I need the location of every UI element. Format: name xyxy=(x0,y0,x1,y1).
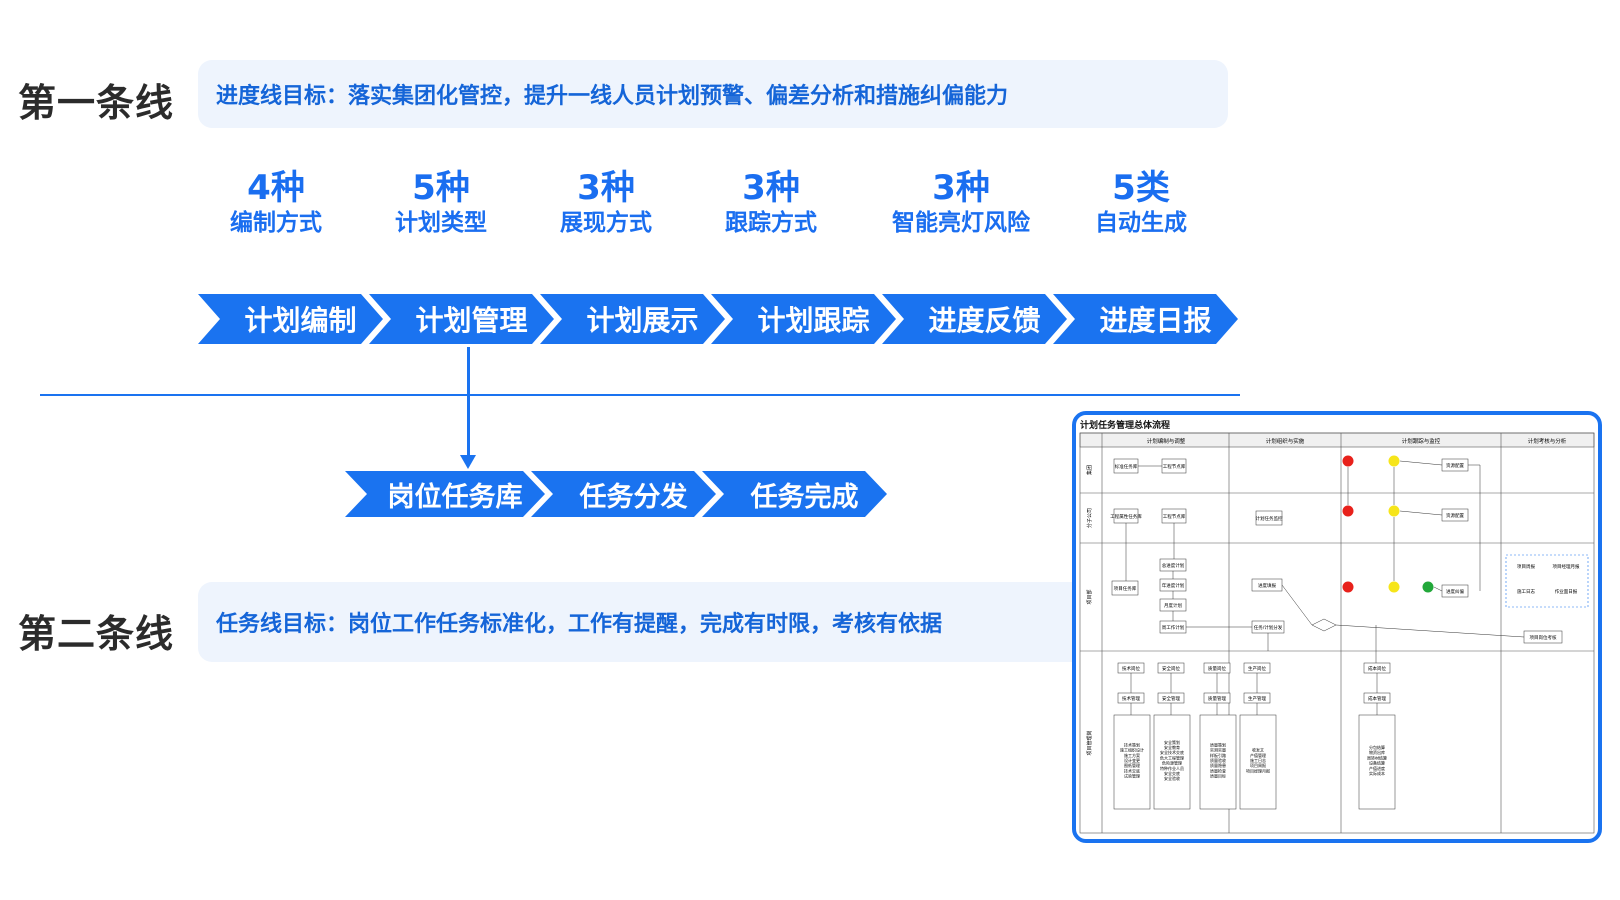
stat-6-num: 5类 xyxy=(1112,168,1170,208)
node-work-daily: 作业面日报 xyxy=(1555,588,1578,595)
light-yellow-3 xyxy=(1388,581,1400,593)
node-overall-plan: 总进度计划 xyxy=(1162,562,1185,569)
col-header-2: 计划组织与实施 xyxy=(1266,437,1305,445)
task-box-5: 分包结算物资出库周转材结算设备结算产值进度实际成本 xyxy=(1367,744,1387,776)
node-task-dispatch: 任务/计划分发 xyxy=(1254,624,1283,631)
mgmt-cost: 成本管理 xyxy=(1368,695,1386,702)
report-group xyxy=(1505,554,1589,608)
node-eng-attr-lib: 工程属性任务库 xyxy=(1110,513,1142,520)
stat-1-label: 编制方式 xyxy=(230,210,322,236)
mgmt-tech: 技术管理 xyxy=(1122,695,1140,702)
line2-steps: 岗位任务库 任务分发 任务完成 xyxy=(345,471,873,517)
row-label-3: 项目部 xyxy=(1086,589,1093,604)
line1-goal: 进度线目标：落实集团化管控，提升一线人员计划预警、偏差分析和措施纠偏能力 xyxy=(198,60,1228,128)
col-header-4: 计划考核与分析 xyxy=(1528,437,1567,445)
mgmt-production: 生产管理 xyxy=(1248,695,1266,702)
col-header-3: 计划跟踪与监控 xyxy=(1402,437,1441,445)
node-eng-node-lib-1: 工程节点库 xyxy=(1163,463,1186,470)
light-yellow-2 xyxy=(1388,505,1400,517)
step-plan-display: 计划展示 xyxy=(540,294,725,344)
node-progress-fill: 进度填报 xyxy=(1258,582,1276,589)
post-cost: 成本岗位 xyxy=(1368,665,1386,672)
decision-diamond xyxy=(1311,618,1337,632)
flowchart-card: 计划任务管理总体流程 计划编制与调整 计划组织与实施 计划跟踪与监控 计划考核与… xyxy=(1072,411,1602,843)
flowchart-svg: 计划任务管理总体流程 计划编制与调整 计划组织与实施 计划跟踪与监控 计划考核与… xyxy=(1079,419,1595,834)
node-site-log: 施工日志 xyxy=(1517,588,1535,595)
mgmt-safety: 安全管理 xyxy=(1162,695,1180,702)
stat-3-num: 3种 xyxy=(577,168,635,208)
node-project-weekly: 项目周报 xyxy=(1517,563,1535,570)
flowchart-title: 计划任务管理总体流程 xyxy=(1080,419,1170,431)
step-task-dispatch: 任务分发 xyxy=(531,471,716,517)
stat-3: 3种 展现方式 xyxy=(521,168,691,238)
light-red-2 xyxy=(1342,505,1354,517)
task-box-4: 收发文产值管理施工日志项目周报项目经理月报 xyxy=(1246,747,1270,774)
task-box-1: 技术策划施工组织设计施工方案设计变更图纸管理技术交底试验管理 xyxy=(1120,741,1144,778)
step-plan-track: 计划跟踪 xyxy=(711,294,896,344)
line1-goal-text: 进度线目标：落实集团化管控，提升一线人员计划预警、偏差分析和措施纠偏能力 xyxy=(216,84,1009,109)
step-task-complete: 任务完成 xyxy=(702,471,887,517)
line2-title: 第二条线 xyxy=(18,612,175,656)
post-quality: 质量岗位 xyxy=(1208,665,1226,672)
line2-goal: 任务线目标：岗位工作任务标准化，工作有提醒，完成有时限，考核有依据 xyxy=(198,582,1098,662)
node-resource-1: 资源配置 xyxy=(1446,462,1464,469)
node-post-assess: 项目岗位考核 xyxy=(1530,634,1557,641)
stat-5: 3种 智能亮灯风险 xyxy=(871,168,1051,238)
col-header-1: 计划编制与调整 xyxy=(1147,437,1186,445)
task-box-2: 安全策划安全教育安全技术交底危大工程管理危险源管理特种作业人员安全交底安全验收 xyxy=(1160,739,1184,781)
light-yellow-1 xyxy=(1388,455,1400,467)
mgmt-quality: 质量管理 xyxy=(1208,695,1226,702)
stat-6-label: 自动生成 xyxy=(1095,210,1187,236)
node-standard-lib: 标准任务库 xyxy=(1115,463,1138,470)
post-production: 生产岗位 xyxy=(1248,665,1266,672)
step-progress-feedback: 进度反馈 xyxy=(882,294,1067,344)
node-plan-monitor: 计划任务监控 xyxy=(1256,515,1283,522)
stat-2-num: 5种 xyxy=(412,168,470,208)
node-resource-2: 资源配置 xyxy=(1446,512,1464,519)
stat-2-label: 计划类型 xyxy=(395,210,487,236)
stat-6: 5类 自动生成 xyxy=(1056,168,1226,238)
node-monthly-plan: 月度计划 xyxy=(1164,602,1182,609)
stat-5-label: 智能亮灯风险 xyxy=(892,210,1030,236)
section-divider xyxy=(40,394,1240,396)
light-red-1 xyxy=(1342,455,1354,467)
light-red-3 xyxy=(1342,581,1354,593)
step-progress-daily: 进度日报 xyxy=(1053,294,1238,344)
node-eng-node-lib-2: 工程节点库 xyxy=(1163,513,1186,520)
row-label-2: 分子公司 xyxy=(1086,508,1093,528)
stat-3-label: 展现方式 xyxy=(560,210,652,236)
line1-title: 第一条线 xyxy=(18,81,175,125)
stat-5-num: 3种 xyxy=(932,168,990,208)
line1-steps: 计划编制 计划管理 计划展示 计划跟踪 进度反馈 进度日报 xyxy=(198,294,1224,344)
step-plan-manage: 计划管理 xyxy=(369,294,554,344)
node-pm-monthly: 项目经理月报 xyxy=(1553,563,1580,570)
stat-1: 4种 编制方式 xyxy=(191,168,361,238)
row-label-4: 项目管理岗 xyxy=(1086,730,1093,755)
post-tech: 技术岗位 xyxy=(1122,665,1140,672)
node-weekly-plan: 周工作计划 xyxy=(1162,624,1185,631)
task-box-3: 质量策划实测实量样板引路质量验收质量隐患质量检查质量目标 xyxy=(1210,741,1226,778)
node-project-lib: 项目任务库 xyxy=(1114,585,1137,592)
stat-4-num: 3种 xyxy=(742,168,800,208)
down-arrow-line xyxy=(467,347,470,457)
step-post-task-lib: 岗位任务库 xyxy=(345,471,545,517)
node-progress-warn: 进度纠偏 xyxy=(1446,588,1464,595)
step-plan-compile: 计划编制 xyxy=(198,294,383,344)
down-arrow-icon xyxy=(460,455,476,469)
node-annual-plan: 年进度计划 xyxy=(1162,582,1185,589)
light-green-3 xyxy=(1422,581,1434,593)
stat-2: 5种 计划类型 xyxy=(356,168,526,238)
stat-4: 3种 跟踪方式 xyxy=(686,168,856,238)
line2-goal-text: 任务线目标：岗位工作任务标准化，工作有提醒，完成有时限，考核有依据 xyxy=(216,612,943,637)
row-label-1: 集团 xyxy=(1086,465,1093,475)
stat-1-num: 4种 xyxy=(247,168,305,208)
post-safety: 安全岗位 xyxy=(1162,665,1180,672)
stat-4-label: 跟踪方式 xyxy=(725,210,817,236)
